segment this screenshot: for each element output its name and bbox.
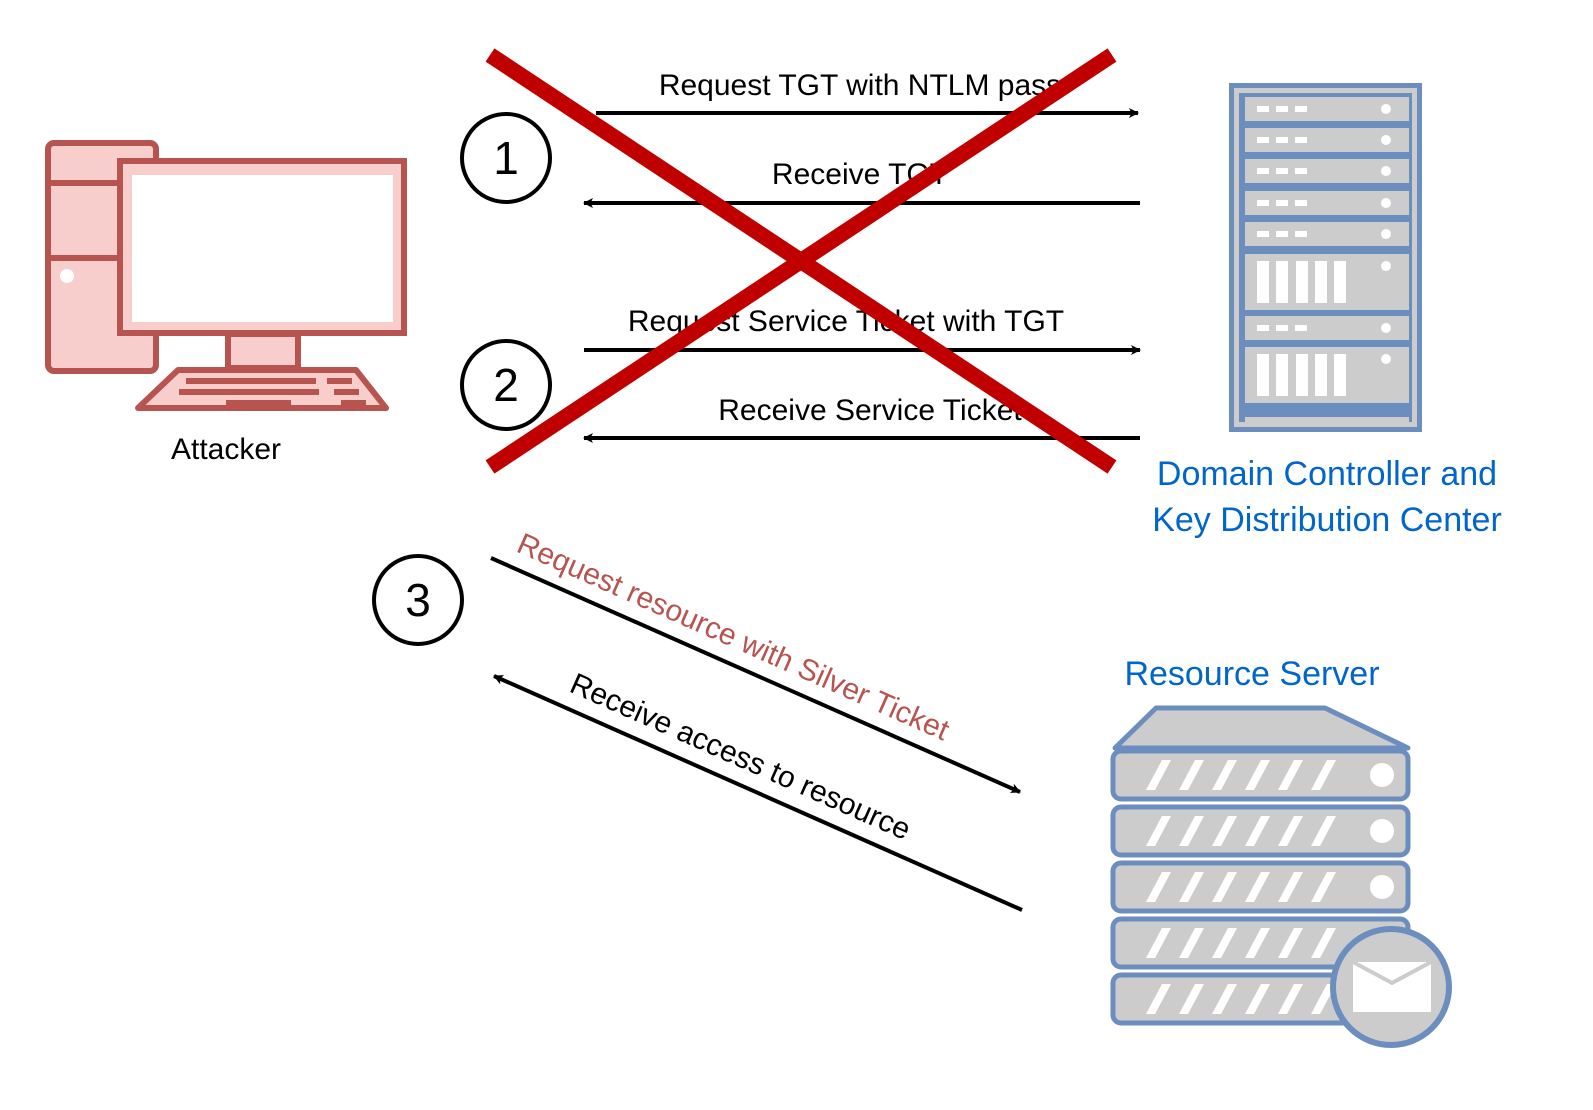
server-rack-icon	[1229, 83, 1422, 432]
dc-label-line2: Key Distribution Center	[1152, 501, 1502, 539]
server-unit	[1110, 748, 1411, 802]
label-receive-service-ticket: Receive Service Ticket	[718, 394, 1022, 427]
rack-unit	[1245, 128, 1409, 152]
label-request-tgt: Request TGT with NTLM pass	[659, 69, 1061, 102]
rack-unit	[1245, 254, 1409, 310]
arrow-request-resource	[490, 556, 1021, 794]
step-badge-1: 1	[460, 112, 552, 204]
server-unit	[1110, 916, 1411, 970]
svg-text:2: 2	[493, 359, 519, 411]
rack-unit	[1245, 191, 1409, 215]
desktop-computer-icon	[45, 140, 407, 411]
rack-unit	[1245, 222, 1409, 246]
rack-unit	[1245, 159, 1409, 183]
server-unit	[1110, 804, 1411, 858]
rack-unit	[1245, 347, 1409, 403]
dc-label-line1: Domain Controller and	[1157, 455, 1497, 493]
rack-unit	[1245, 316, 1409, 340]
svg-text:3: 3	[405, 574, 431, 626]
skipped-steps-cross-icon	[485, 48, 1117, 474]
rack-unit	[1245, 97, 1409, 121]
arrow-receive-access	[493, 674, 1023, 912]
attacker-label: Attacker	[171, 433, 281, 466]
svg-text:1: 1	[493, 132, 519, 184]
server-unit	[1110, 860, 1411, 914]
step-badge-3: 3	[372, 554, 464, 646]
step-badge-2: 2	[460, 339, 552, 431]
mail-server-icon	[1110, 705, 1452, 1048]
resource-server-label: Resource Server	[1124, 655, 1379, 693]
